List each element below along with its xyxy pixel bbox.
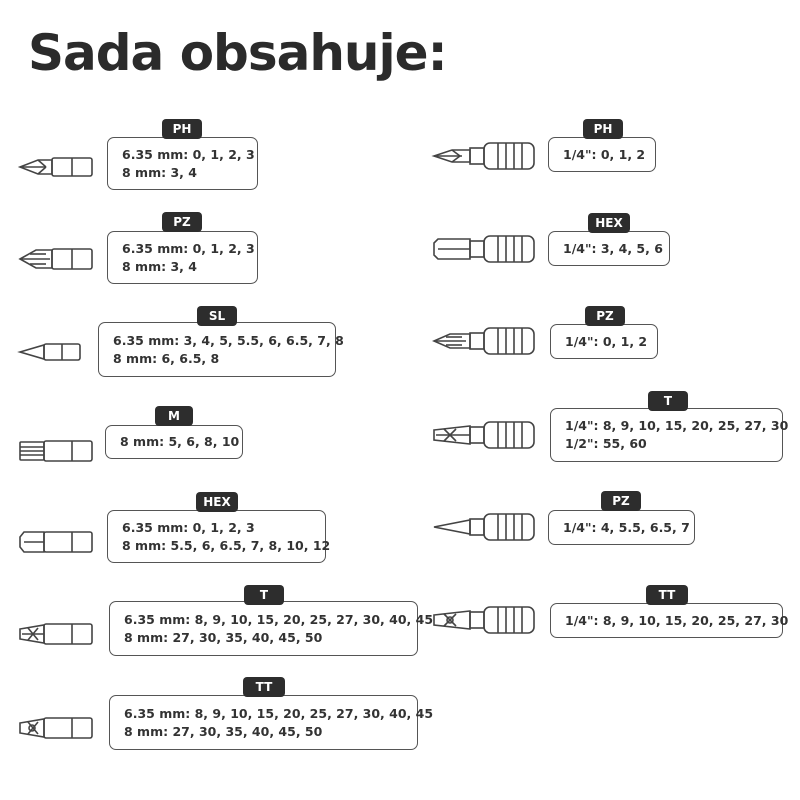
phillips-bit-icon <box>16 152 96 182</box>
pozidriv-bit-icon <box>16 244 96 274</box>
spec-line: 8 mm: 27, 30, 35, 40, 45, 50 <box>124 723 323 739</box>
spline-bit-icon <box>16 436 96 466</box>
tamper-torx-socket-bit-icon <box>430 603 540 637</box>
spec-box: 1/4": 4, 5.5, 6.5, 7 <box>548 510 695 545</box>
spec-line: 1/2": 55, 60 <box>565 436 647 451</box>
spec-line: 8 mm: 3, 4 <box>122 258 197 274</box>
spec-box: 6.35 mm: 0, 1, 2, 3 8 mm: 3, 4 <box>107 231 258 284</box>
type-badge: PH <box>162 119 202 139</box>
type-badge: PZ <box>162 212 202 232</box>
type-badge: PH <box>583 119 623 139</box>
spec-box: 8 mm: 5, 6, 8, 10 <box>105 425 243 459</box>
spec-line: 6.35 mm: 0, 1, 2, 3 <box>122 146 255 162</box>
slotted-socket-bit-icon <box>430 510 540 544</box>
spec-line: 8 mm: 6, 6.5, 8 <box>113 350 220 366</box>
spec-line: 6.35 mm: 8, 9, 10, 15, 20, 25, 27, 30, 4… <box>124 611 434 627</box>
spec-line: 1/4": 8, 9, 10, 15, 20, 25, 27, 30 <box>565 418 789 433</box>
spec-box: 1/4": 0, 1, 2 <box>548 137 656 172</box>
torx-socket-bit-icon <box>430 418 540 452</box>
spec-line: 8 mm: 5, 6, 8, 10 <box>120 434 240 449</box>
type-badge: PZ <box>585 306 625 326</box>
spec-box: 6.35 mm: 8, 9, 10, 15, 20, 25, 27, 30, 4… <box>109 601 434 656</box>
pozidriv-socket-bit-icon <box>430 324 540 358</box>
type-badge: M <box>155 406 193 426</box>
type-badge: PZ <box>601 491 641 511</box>
spec-box: 1/4": 0, 1, 2 <box>550 324 658 359</box>
spec-line: 1/4": 3, 4, 5, 6 <box>563 240 663 256</box>
hex-socket-bit-icon <box>430 232 540 266</box>
spec-box: 1/4": 8, 9, 10, 15, 20, 25, 27, 30 1/2":… <box>550 408 789 462</box>
torx-bit-icon <box>16 619 96 649</box>
spec-box: 6.35 mm: 8, 9, 10, 15, 20, 25, 27, 30, 4… <box>109 695 434 750</box>
spec-line: 6.35 mm: 3, 4, 5, 5.5, 6, 6.5, 7, 8 <box>113 332 344 348</box>
hex-bit-icon <box>16 527 96 557</box>
spec-line: 1/4": 0, 1, 2 <box>563 146 646 162</box>
spec-line: 1/4": 8, 9, 10, 15, 20, 25, 27, 30 <box>565 612 789 628</box>
tamper-torx-bit-icon <box>16 713 96 743</box>
type-badge: T <box>244 585 284 605</box>
spec-box: 6.35 mm: 3, 4, 5, 5.5, 6, 6.5, 7, 8 8 mm… <box>98 322 344 377</box>
type-badge: TT <box>646 585 688 605</box>
type-badge: T <box>648 391 688 411</box>
type-badge: SL <box>197 306 237 326</box>
type-badge: TT <box>243 677 285 697</box>
spec-line: 8 mm: 3, 4 <box>122 164 197 180</box>
type-badge: HEX <box>588 213 630 233</box>
spec-line: 8 mm: 27, 30, 35, 40, 45, 50 <box>124 629 323 645</box>
spec-line: 6.35 mm: 0, 1, 2, 3 <box>122 240 255 256</box>
spec-line: 1/4": 4, 5.5, 6.5, 7 <box>563 519 690 535</box>
spec-line: 6.35 mm: 0, 1, 2, 3 <box>122 519 255 535</box>
phillips-socket-bit-icon <box>430 139 540 173</box>
spec-box: 6.35 mm: 0, 1, 2, 3 8 mm: 3, 4 <box>107 137 258 190</box>
slotted-bit-icon <box>16 337 86 367</box>
type-badge: HEX <box>196 492 238 512</box>
spec-line: 1/4": 0, 1, 2 <box>565 333 648 349</box>
page-title: Sada obsahuje: <box>28 24 448 82</box>
spec-box: 1/4": 3, 4, 5, 6 <box>548 231 670 266</box>
spec-box: 6.35 mm: 0, 1, 2, 3 8 mm: 5.5, 6, 6.5, 7… <box>107 510 331 563</box>
spec-box: 1/4": 8, 9, 10, 15, 20, 25, 27, 30 <box>550 603 789 638</box>
spec-line: 6.35 mm: 8, 9, 10, 15, 20, 25, 27, 30, 4… <box>124 705 434 721</box>
spec-line: 8 mm: 5.5, 6, 6.5, 7, 8, 10, 12 <box>122 537 331 553</box>
